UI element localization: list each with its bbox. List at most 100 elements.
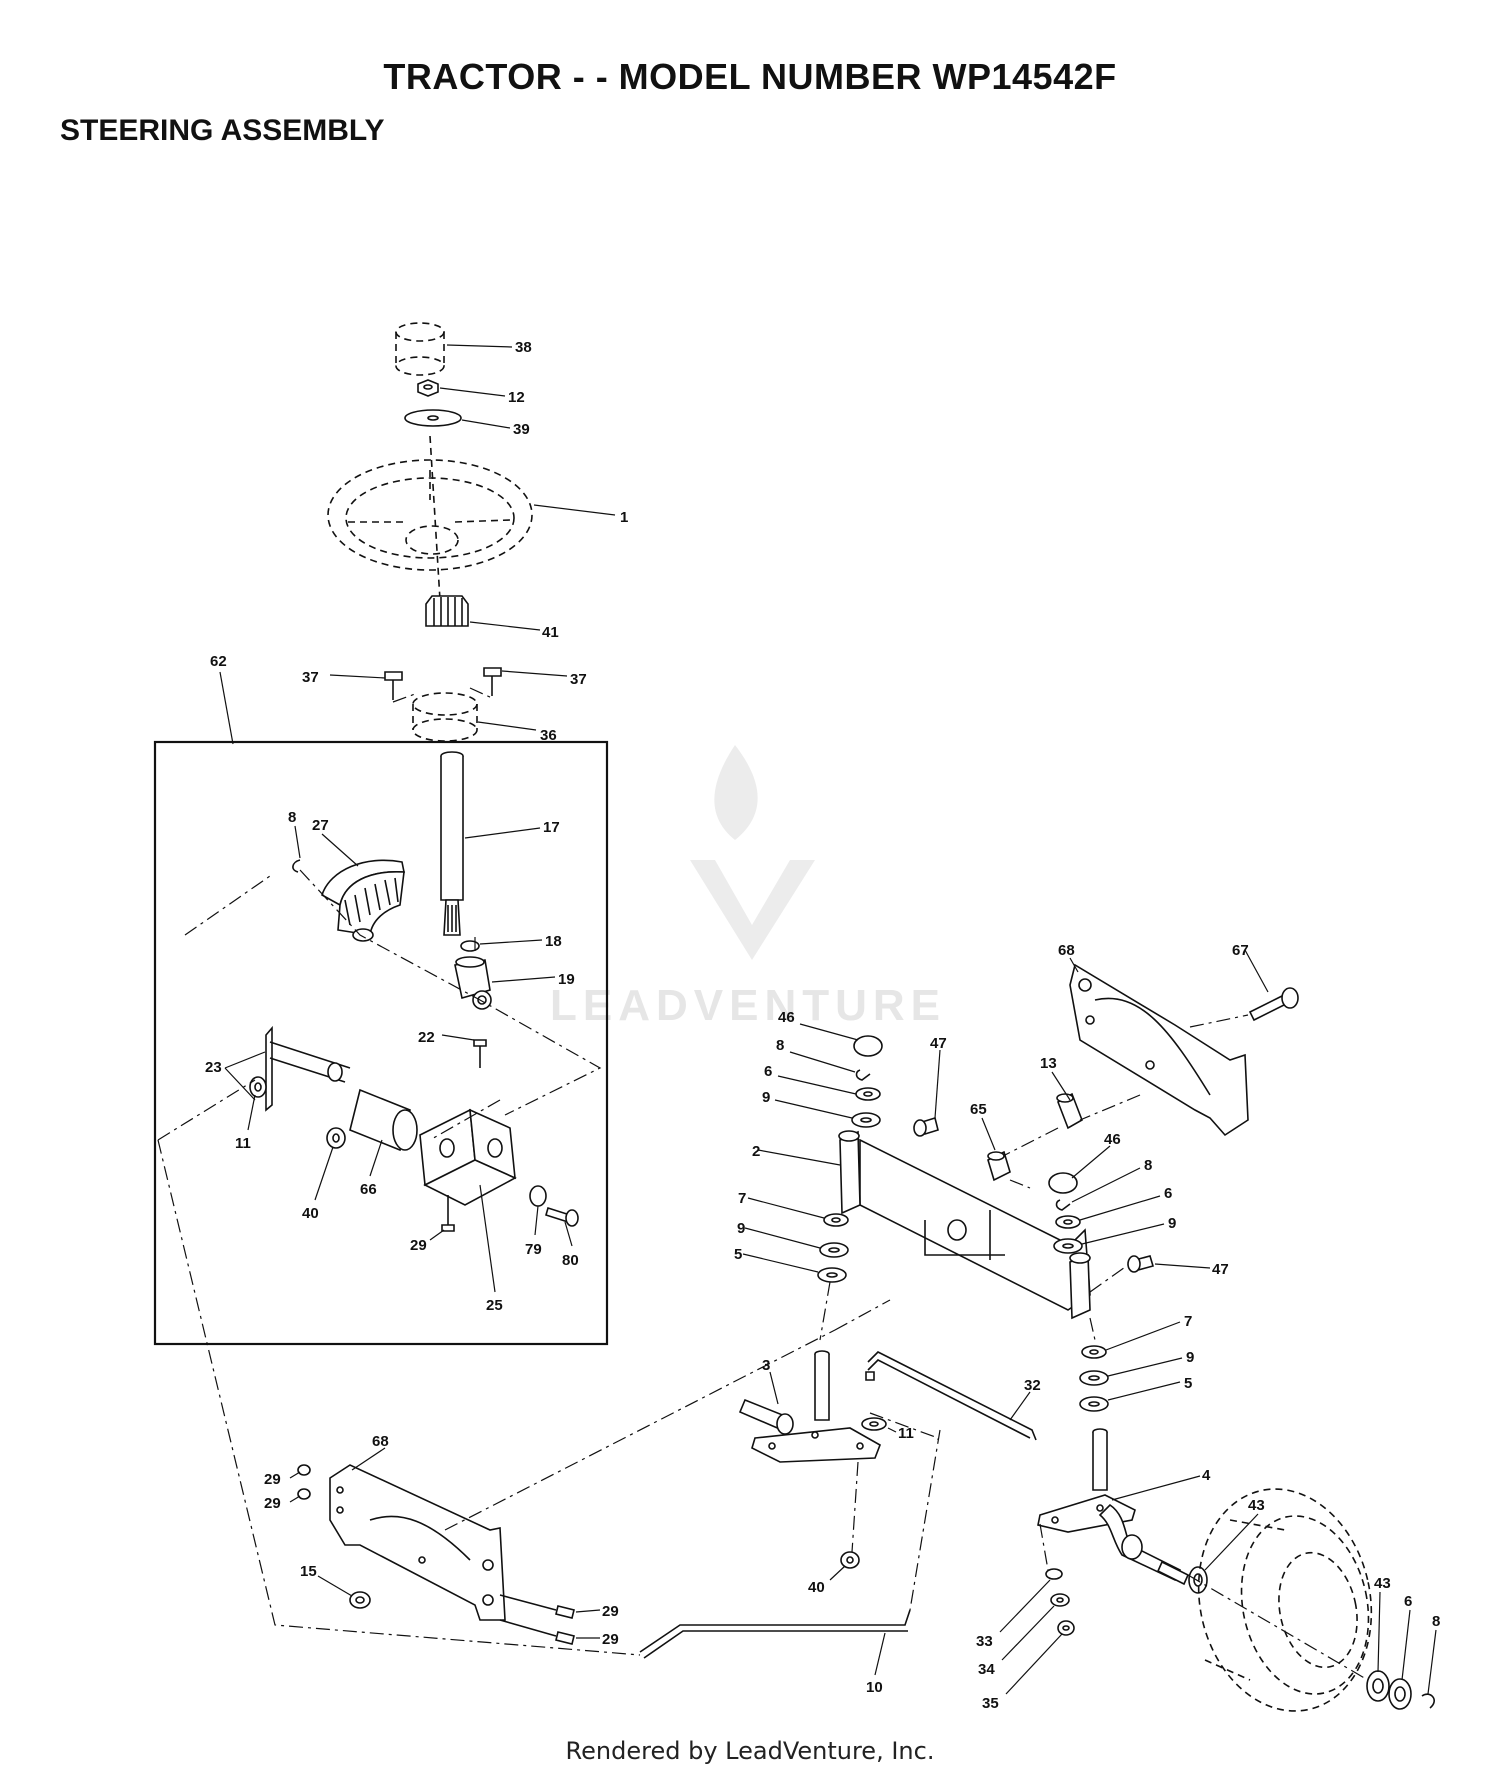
bolt-37-right	[483, 667, 502, 696]
spindle-3	[738, 1350, 881, 1463]
frame-bracket-68-right	[1069, 963, 1249, 1137]
callout-5-right: 5	[1184, 1375, 1192, 1392]
callout-29-kit: 29	[410, 1237, 427, 1254]
callout-47-upper: 47	[930, 1035, 947, 1052]
callout-68-right: 68	[1058, 942, 1075, 959]
callout-9-right: 9	[1168, 1215, 1176, 1232]
bolt-67	[1248, 987, 1299, 1022]
washer-7-right	[1081, 1345, 1107, 1359]
hairpin-8-left	[855, 1069, 871, 1081]
callout-9-lower-right: 9	[1186, 1349, 1194, 1366]
washer-6-left	[855, 1087, 881, 1101]
callout-37-right: 37	[570, 671, 587, 688]
callout-32: 32	[1024, 1377, 1041, 1394]
callout-1: 1	[620, 509, 628, 526]
tie-rod-32	[865, 1351, 1037, 1441]
washer-43-outer	[1366, 1670, 1390, 1702]
callout-2: 2	[752, 1143, 760, 1160]
callout-62: 62	[210, 653, 227, 670]
callout-8-kit: 8	[288, 809, 296, 826]
mounting-bracket-25	[419, 1108, 517, 1206]
callout-10: 10	[866, 1679, 883, 1696]
watermark-text: LEADVENTURE	[550, 981, 946, 1030]
hairpin-8-wheel	[1421, 1693, 1435, 1709]
callout-35: 35	[982, 1695, 999, 1712]
bolt-29-lower-left	[297, 1488, 311, 1500]
callout-29-lower-left: 29	[264, 1495, 281, 1512]
callout-38: 38	[515, 339, 532, 356]
washer-9-left	[851, 1112, 881, 1128]
callout-29-upper-left: 29	[264, 1471, 281, 1488]
callout-9-left: 9	[762, 1089, 770, 1106]
sector-gear-27	[321, 859, 405, 942]
nut-40-kit	[326, 1127, 346, 1149]
callout-46-left: 46	[778, 1009, 795, 1026]
callout-19: 19	[558, 971, 575, 988]
spacer-66	[349, 1088, 418, 1152]
spacer-65	[987, 1150, 1011, 1182]
callout-22: 22	[418, 1029, 435, 1046]
callout-8-right: 8	[1144, 1157, 1152, 1174]
spindle-4	[1037, 1428, 1190, 1586]
bolt-80	[545, 1206, 579, 1227]
leadventure-watermark: LEADVENTURE	[550, 745, 946, 1030]
callout-68-left: 68	[372, 1433, 389, 1450]
callout-11-kit: 11	[235, 1135, 251, 1152]
washer-7-left	[823, 1213, 849, 1227]
callout-25: 25	[486, 1297, 503, 1314]
front-wheel	[1197, 1488, 1373, 1712]
steering-shaft-17	[440, 751, 464, 936]
callout-7-right: 7	[1184, 1313, 1192, 1330]
bolt-47-lower	[1127, 1255, 1155, 1273]
washer-39	[404, 409, 462, 427]
washer-33	[1045, 1568, 1063, 1580]
kit-62-box	[153, 740, 609, 1346]
callout-36: 36	[540, 727, 557, 744]
callout-43-inner: 43	[1248, 1497, 1265, 1514]
callout-6-left: 6	[764, 1063, 772, 1080]
cap-46-left	[853, 1035, 883, 1057]
bolt-29-upper-left	[297, 1464, 311, 1476]
nut-40-spindle	[840, 1551, 860, 1569]
callout-65: 65	[970, 1101, 987, 1118]
callout-40-kit: 40	[302, 1205, 319, 1222]
callout-43-outer: 43	[1374, 1575, 1391, 1592]
part-callouts: 38 12 39 1 41 37 37 36 62 17 8 27 18 19 …	[205, 339, 1440, 1712]
washer-5-left	[817, 1267, 847, 1283]
footer-credit: Rendered by LeadVenture, Inc.	[565, 1737, 935, 1765]
nut-35	[1057, 1620, 1075, 1636]
callout-23: 23	[205, 1059, 222, 1076]
washer-11-kit	[249, 1076, 267, 1098]
page-title: TRACTOR - - MODEL NUMBER WP14542F	[383, 56, 1117, 97]
steering-cap-38	[395, 322, 445, 376]
callout-66: 66	[360, 1181, 377, 1198]
callout-40-spindle: 40	[808, 1579, 825, 1596]
callout-6-right: 6	[1164, 1185, 1172, 1202]
section-title: STEERING ASSEMBLY	[60, 114, 385, 147]
washer-9-lower-right	[1079, 1370, 1109, 1386]
callout-37-left: 37	[302, 669, 319, 686]
washer-9-lower-left	[819, 1242, 849, 1258]
callout-46-right: 46	[1104, 1131, 1121, 1148]
pivot-bracket-23	[265, 1025, 351, 1112]
callout-29-right-upper: 29	[602, 1603, 619, 1620]
callout-7-left: 7	[738, 1190, 746, 1207]
callout-17: 17	[543, 819, 560, 836]
callout-11-spindle: 11	[898, 1425, 914, 1442]
callout-29-right-lower: 29	[602, 1631, 619, 1648]
callout-33: 33	[976, 1633, 993, 1650]
callout-80: 80	[562, 1252, 579, 1269]
hex-nut-12	[417, 379, 439, 397]
cap-46-right	[1048, 1172, 1078, 1194]
washer-18	[460, 940, 480, 952]
drag-link-10	[639, 1609, 911, 1659]
callout-15: 15	[300, 1563, 317, 1580]
washer-6-wheel	[1388, 1678, 1412, 1710]
callout-79: 79	[525, 1241, 542, 1258]
bolt-29-right-lower	[499, 1619, 575, 1645]
front-axle-2	[838, 1130, 1091, 1320]
callout-41: 41	[542, 624, 559, 641]
washer-79	[529, 1185, 547, 1207]
snap-ring-8	[292, 859, 301, 873]
